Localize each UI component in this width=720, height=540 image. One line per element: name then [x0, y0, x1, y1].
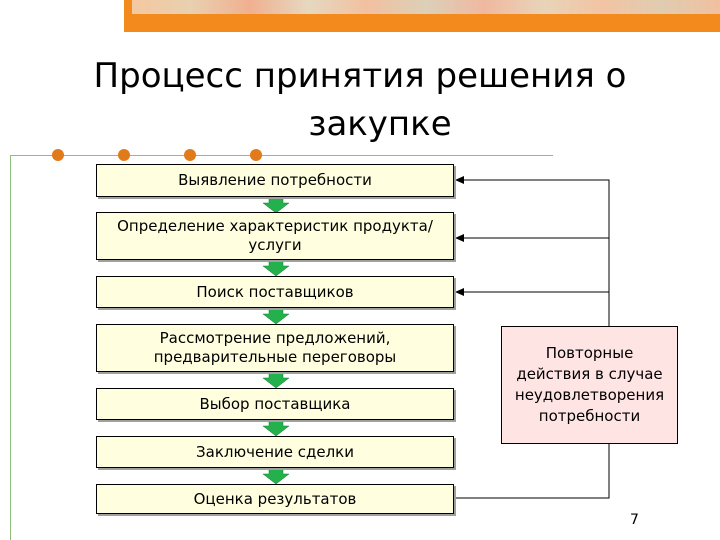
feedback-box: Повторные действия в случае неудовлетвор…: [501, 326, 678, 444]
slide-title-line2: закупке: [308, 104, 452, 144]
page-number: 7: [630, 512, 639, 528]
arrowhead-left-icon: [455, 234, 464, 242]
step-box-6: Заключение сделки: [96, 436, 454, 468]
step-box-2: Определение характеристик продукта/ услу…: [96, 212, 454, 260]
arrowhead-left-icon: [455, 288, 464, 296]
title-rule: [10, 155, 553, 156]
down-arrow-icon: [262, 467, 290, 485]
bullet-dot: [184, 149, 196, 161]
step-box-1: Выявление потребности: [96, 164, 454, 197]
step-box-3: Поиск поставщиков: [96, 276, 454, 308]
step-box-5: Выбор поставщика: [96, 388, 454, 420]
bullet-dot: [52, 149, 64, 161]
bullet-dot: [118, 149, 130, 161]
step-box-4: Рассмотрение предложений, предварительны…: [96, 324, 454, 372]
arrowhead-left-icon: [455, 176, 464, 184]
down-arrow-icon: [262, 196, 290, 214]
step-box-7: Оценка результатов: [96, 484, 454, 514]
down-arrow-icon: [262, 259, 290, 277]
slide-title-line1: Процесс принятия решения о: [93, 56, 627, 96]
banner-decoration: [132, 0, 720, 14]
bullet-dot: [250, 149, 262, 161]
slide-title: Процесс принятия решения о закупке: [40, 52, 680, 148]
header-banner: [124, 0, 720, 32]
down-arrow-icon: [262, 371, 290, 389]
left-rule: [10, 155, 11, 540]
down-arrow-icon: [262, 419, 290, 437]
down-arrow-icon: [262, 307, 290, 325]
